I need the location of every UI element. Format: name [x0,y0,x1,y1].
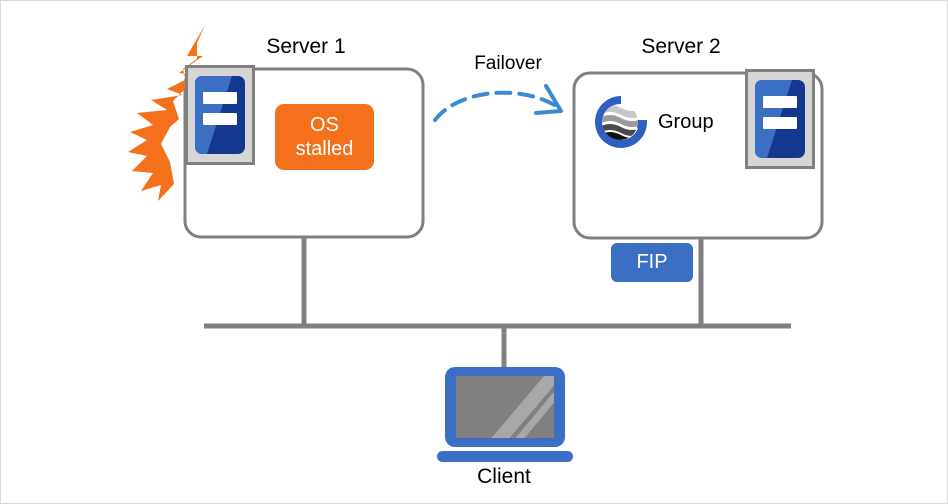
client-monitor-icon [437,367,573,462]
failover-arrow-icon [433,84,563,122]
fip-label: FIP [636,251,668,273]
failover-label: Failover [474,53,542,74]
group-label: Group [658,111,714,133]
os-stalled-badge[interactable]: OS stalled [275,104,374,170]
server2-title: Server 2 [641,35,721,58]
os-stalled-line2: stalled [295,138,354,160]
server1-title: Server 1 [266,35,346,58]
server-rack-icon [185,65,255,165]
group-icon [595,96,647,148]
group-icon-waves [602,104,638,140]
client-label: Client [477,465,531,488]
network-bus-group [204,237,791,369]
server-rack-icon [745,69,815,169]
lightning-burst-icon [128,25,205,201]
fip-badge[interactable]: FIP [611,243,693,282]
os-stalled-line1: OS [310,114,339,136]
client-screen-glare [491,376,554,438]
